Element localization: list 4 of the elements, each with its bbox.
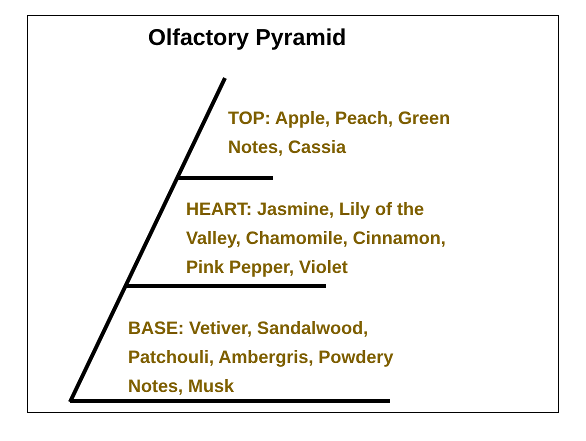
diagram-title: Olfactory Pyramid [148, 24, 346, 51]
tier-text: BASE: Vetiver, Sandalwood, Patchouli, Ambergris, Powdery Notes, Musk [128, 314, 448, 401]
tier-text: TOP: Apple, Peach, Green Notes, Cassia [228, 104, 493, 162]
tier-text: HEART: Jasmine, Lily of the Valley, Chamomile, Cinnamon, Pink Pepper, Violet [186, 195, 476, 282]
